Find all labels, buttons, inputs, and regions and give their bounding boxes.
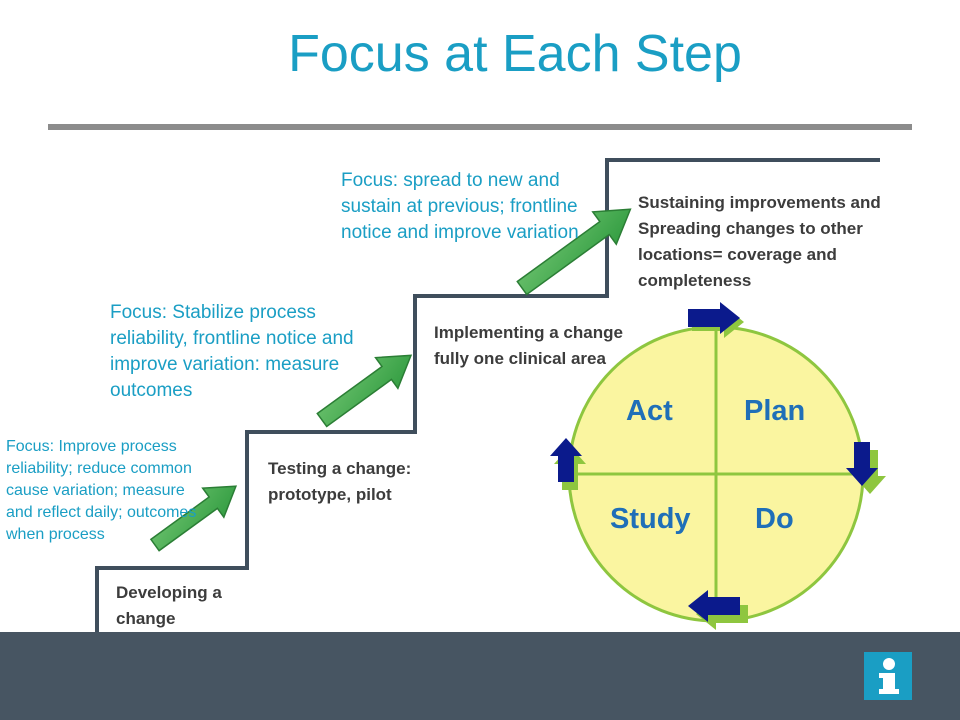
navy-arrow-icon xyxy=(688,302,744,338)
step-2-stage: Testing a change: prototype, pilot xyxy=(268,459,412,504)
step-2-focus: Focus: Stabilize process reliability, fr… xyxy=(110,302,354,401)
pdsa-act-label: Act xyxy=(626,395,673,427)
navy-arrow-icon xyxy=(688,590,748,630)
pdsa-study-label: Study xyxy=(610,503,691,535)
step-3-focus: Focus: spread to new and sustain at prev… xyxy=(341,170,579,243)
info-icon xyxy=(864,652,912,700)
staircase-line xyxy=(95,158,880,635)
page-title: Focus at Each Step xyxy=(288,25,742,83)
green-arrow-icon xyxy=(516,208,632,296)
green-arrow-icon xyxy=(149,485,238,552)
footer-band xyxy=(0,632,960,720)
navy-arrow-icon xyxy=(550,438,586,490)
green-arrow-icon xyxy=(316,354,413,428)
step-4-stage: Sustaining improvements and Spreading ch… xyxy=(638,193,881,290)
pdsa-plan-label: Plan xyxy=(744,395,806,427)
step-3-stage: Implementing a change fully one clinical… xyxy=(434,323,623,368)
navy-arrow-icon xyxy=(846,442,886,494)
step-1-focus: Focus: Improve process reliability; redu… xyxy=(6,438,197,543)
title-divider xyxy=(48,124,912,130)
step-1-stage: Developing a change xyxy=(116,583,222,628)
pdsa-do-label: Do xyxy=(755,503,794,535)
